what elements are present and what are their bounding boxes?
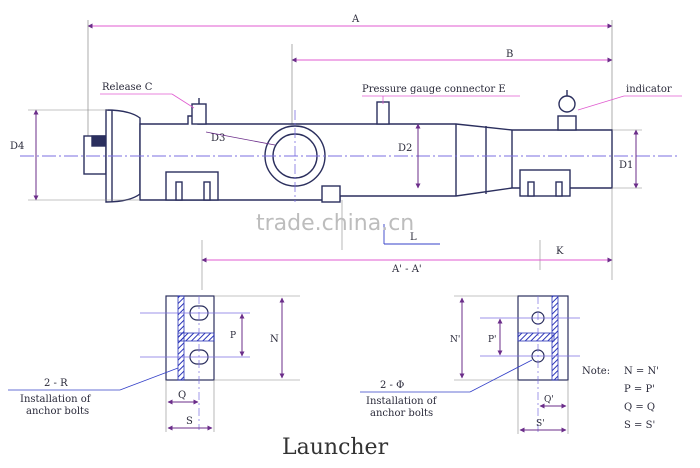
dimension-a-label: A (351, 14, 360, 25)
dimension-d4: D4 (10, 109, 140, 201)
dimension-l-label: L (410, 232, 417, 243)
note-title: Note: (582, 366, 610, 377)
pressure-callout: Pressure gauge connector E (362, 84, 520, 104)
pressure-label: Pressure gauge connector E (362, 84, 506, 95)
bolt-right-text2: anchor bolts (370, 408, 433, 419)
dimension-nprime-label: N' (450, 335, 460, 345)
diagram-title: Launcher (282, 435, 389, 460)
indicator-label: indicator (626, 84, 672, 95)
section-label: A' - A' (391, 264, 422, 275)
dimension-d3-label: D3 (211, 133, 225, 144)
dimension-d2: D2 (398, 123, 421, 189)
dimension-sprime-label: S' (536, 419, 545, 429)
note-line-2: P = P' (624, 384, 655, 395)
dimension-d4-label: D4 (10, 141, 24, 152)
dimension-n-label: N (270, 334, 279, 345)
bolt-right-text1: Installation of (366, 396, 438, 407)
note-line-4: S = S' (624, 420, 655, 431)
dimension-d1: D1 (612, 129, 642, 189)
indicator-callout: indicator (577, 84, 682, 111)
bolt-right-count: 2 - Φ (380, 380, 404, 391)
dimension-b-label: B (506, 49, 513, 60)
bolt-left-count: 2 - R (44, 378, 68, 389)
left-support-detail: N P Q S 2 - R Installation of anchor bol… (8, 295, 300, 432)
note-block: Note: N = N' P = P' Q = Q S = S' (582, 366, 659, 431)
dimension-q-label: Q (178, 390, 186, 401)
dimension-a: A (87, 14, 613, 140)
bolt-left-text2: anchor bolts (26, 406, 89, 417)
note-line-3: Q = Q (624, 402, 655, 413)
dimension-p-label: P (230, 331, 236, 341)
bolt-left-text1: Installation of (20, 394, 92, 405)
dimension-k-section: K A' - A' (201, 188, 613, 290)
launcher-body (83, 90, 613, 203)
watermark: trade.china.cn (256, 211, 414, 236)
release-label: Release C (102, 82, 153, 93)
dimension-l: L (341, 200, 440, 250)
dimension-s-label: S (186, 416, 193, 427)
d3-leader (205, 131, 276, 146)
dimension-d1-label: D1 (619, 160, 633, 171)
dimension-d2-label: D2 (398, 143, 412, 154)
dimension-pprime-label: P' (488, 335, 497, 345)
release-callout: Release C (100, 82, 195, 109)
right-support-detail: N' P' Q' S' 2 - Φ Installation of anchor… (360, 295, 580, 434)
dimension-k-label: K (556, 246, 564, 257)
note-line-1: N = N' (624, 366, 659, 377)
dimension-qprime-label: Q' (544, 395, 554, 405)
